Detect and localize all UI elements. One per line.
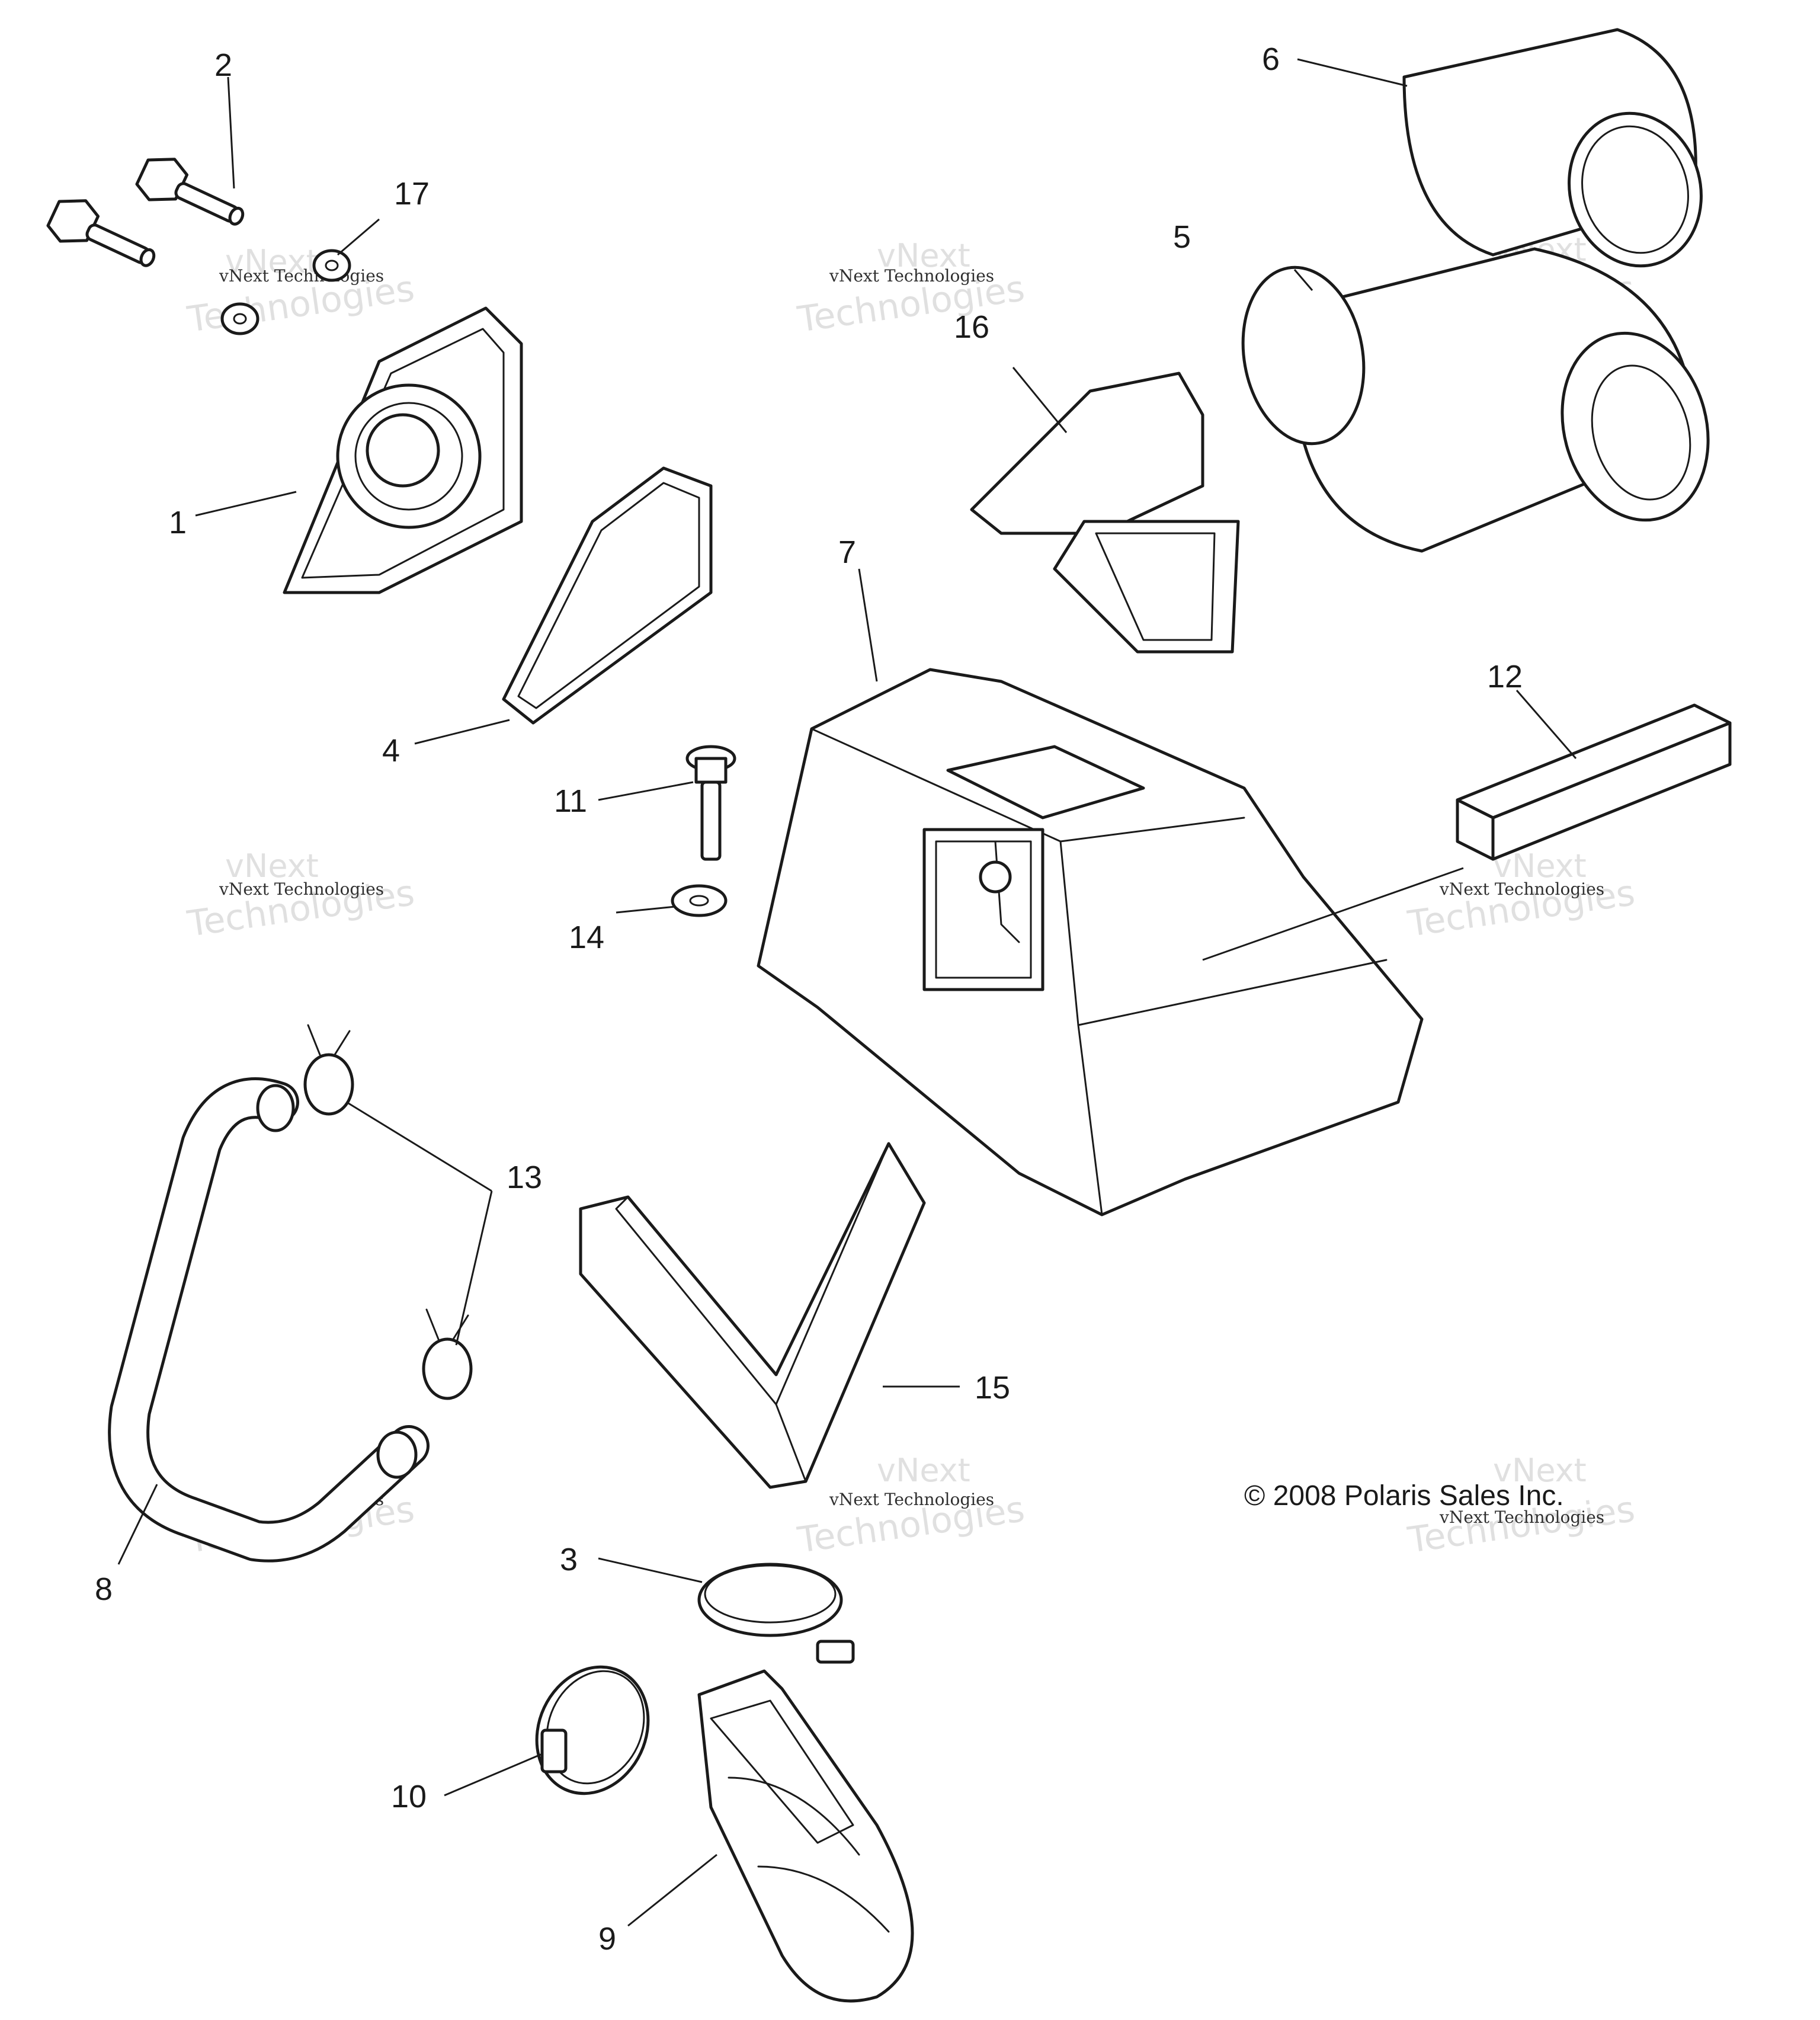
svg-text:vNext Technologies: vNext Technologies: [829, 266, 994, 286]
part-16-intake-duct: [970, 372, 1240, 654]
svg-text:vNext Technologies: vNext Technologies: [219, 879, 384, 899]
callout-5: 5: [1173, 219, 1191, 255]
callout-3: 3: [560, 1542, 578, 1577]
svg-text:vNext Technologies: vNext Technologies: [1439, 1507, 1604, 1527]
watermark-mid-left: vNext Technologies vNext Technologies: [184, 847, 416, 945]
callout-16: 16: [954, 309, 989, 345]
callout-6: 6: [1262, 41, 1280, 77]
part-14-washer: [671, 884, 728, 917]
part-7-airbox-body: [757, 668, 1424, 1217]
part-11-bolt: [685, 745, 736, 861]
svg-text:vNext Technologies: vNext Technologies: [219, 266, 384, 286]
part-10-clamp: [535, 1665, 650, 1795]
svg-text:vNext: vNext: [225, 847, 319, 885]
svg-text:vNext Technologies: vNext Technologies: [829, 1490, 994, 1509]
part-2-knob-screws: [46, 158, 245, 267]
part-8-hose: [108, 1077, 430, 1563]
part-5-air-filter: [1241, 247, 1710, 553]
callout-15: 15: [975, 1370, 1010, 1406]
part-13-spring-clamps: [303, 1024, 473, 1400]
part-17-washers: [220, 249, 351, 335]
svg-text:vNext: vNext: [1493, 1452, 1587, 1489]
watermark-top-center: vNext Technologies vNext Technologies: [794, 237, 1027, 341]
part-12-foam-block: [1456, 703, 1732, 861]
callout-9: 9: [598, 1921, 616, 1957]
copyright-notice: © 2008 Polaris Sales Inc.: [1244, 1480, 1564, 1512]
callout-7: 7: [838, 534, 856, 570]
callout-14: 14: [569, 920, 604, 955]
part-9-intake-boot: [697, 1669, 914, 2003]
part-4-gasket: [502, 466, 713, 725]
callout-12: 12: [1487, 659, 1523, 694]
callout-13: 13: [507, 1160, 542, 1195]
callout-numbers: 2 17 1 4 6 5 16 7 12 11 14 13 15 3 8 10 …: [95, 41, 1523, 1957]
callout-10: 10: [391, 1779, 427, 1814]
part-6-filter-sleeve: [1402, 28, 1703, 268]
callout-8: 8: [95, 1571, 113, 1607]
svg-text:vNext: vNext: [877, 1452, 970, 1489]
svg-text:vNext: vNext: [877, 237, 970, 274]
watermark-bottom-center: vNext Technologies vNext Technologies: [794, 1452, 1027, 1561]
svg-text:vNext: vNext: [225, 243, 319, 280]
callout-4: 4: [382, 733, 400, 769]
part-15-foam-wedge: [579, 1142, 926, 1489]
part-1-airbox-cover: [283, 306, 523, 594]
watermark-mid-right: vNext Technologies vNext Technologies: [1405, 847, 1637, 945]
callout-17: 17: [394, 176, 430, 212]
callout-11: 11: [554, 783, 587, 819]
watermark-top-left: vNext Technologies vNext Technologies: [184, 243, 416, 341]
callout-1: 1: [169, 505, 187, 540]
callout-2: 2: [214, 47, 232, 83]
leader-lines: [117, 58, 1577, 1927]
part-3-hose-clamp: [697, 1563, 855, 1664]
svg-text:vNext Technologies: vNext Technologies: [1439, 879, 1604, 899]
